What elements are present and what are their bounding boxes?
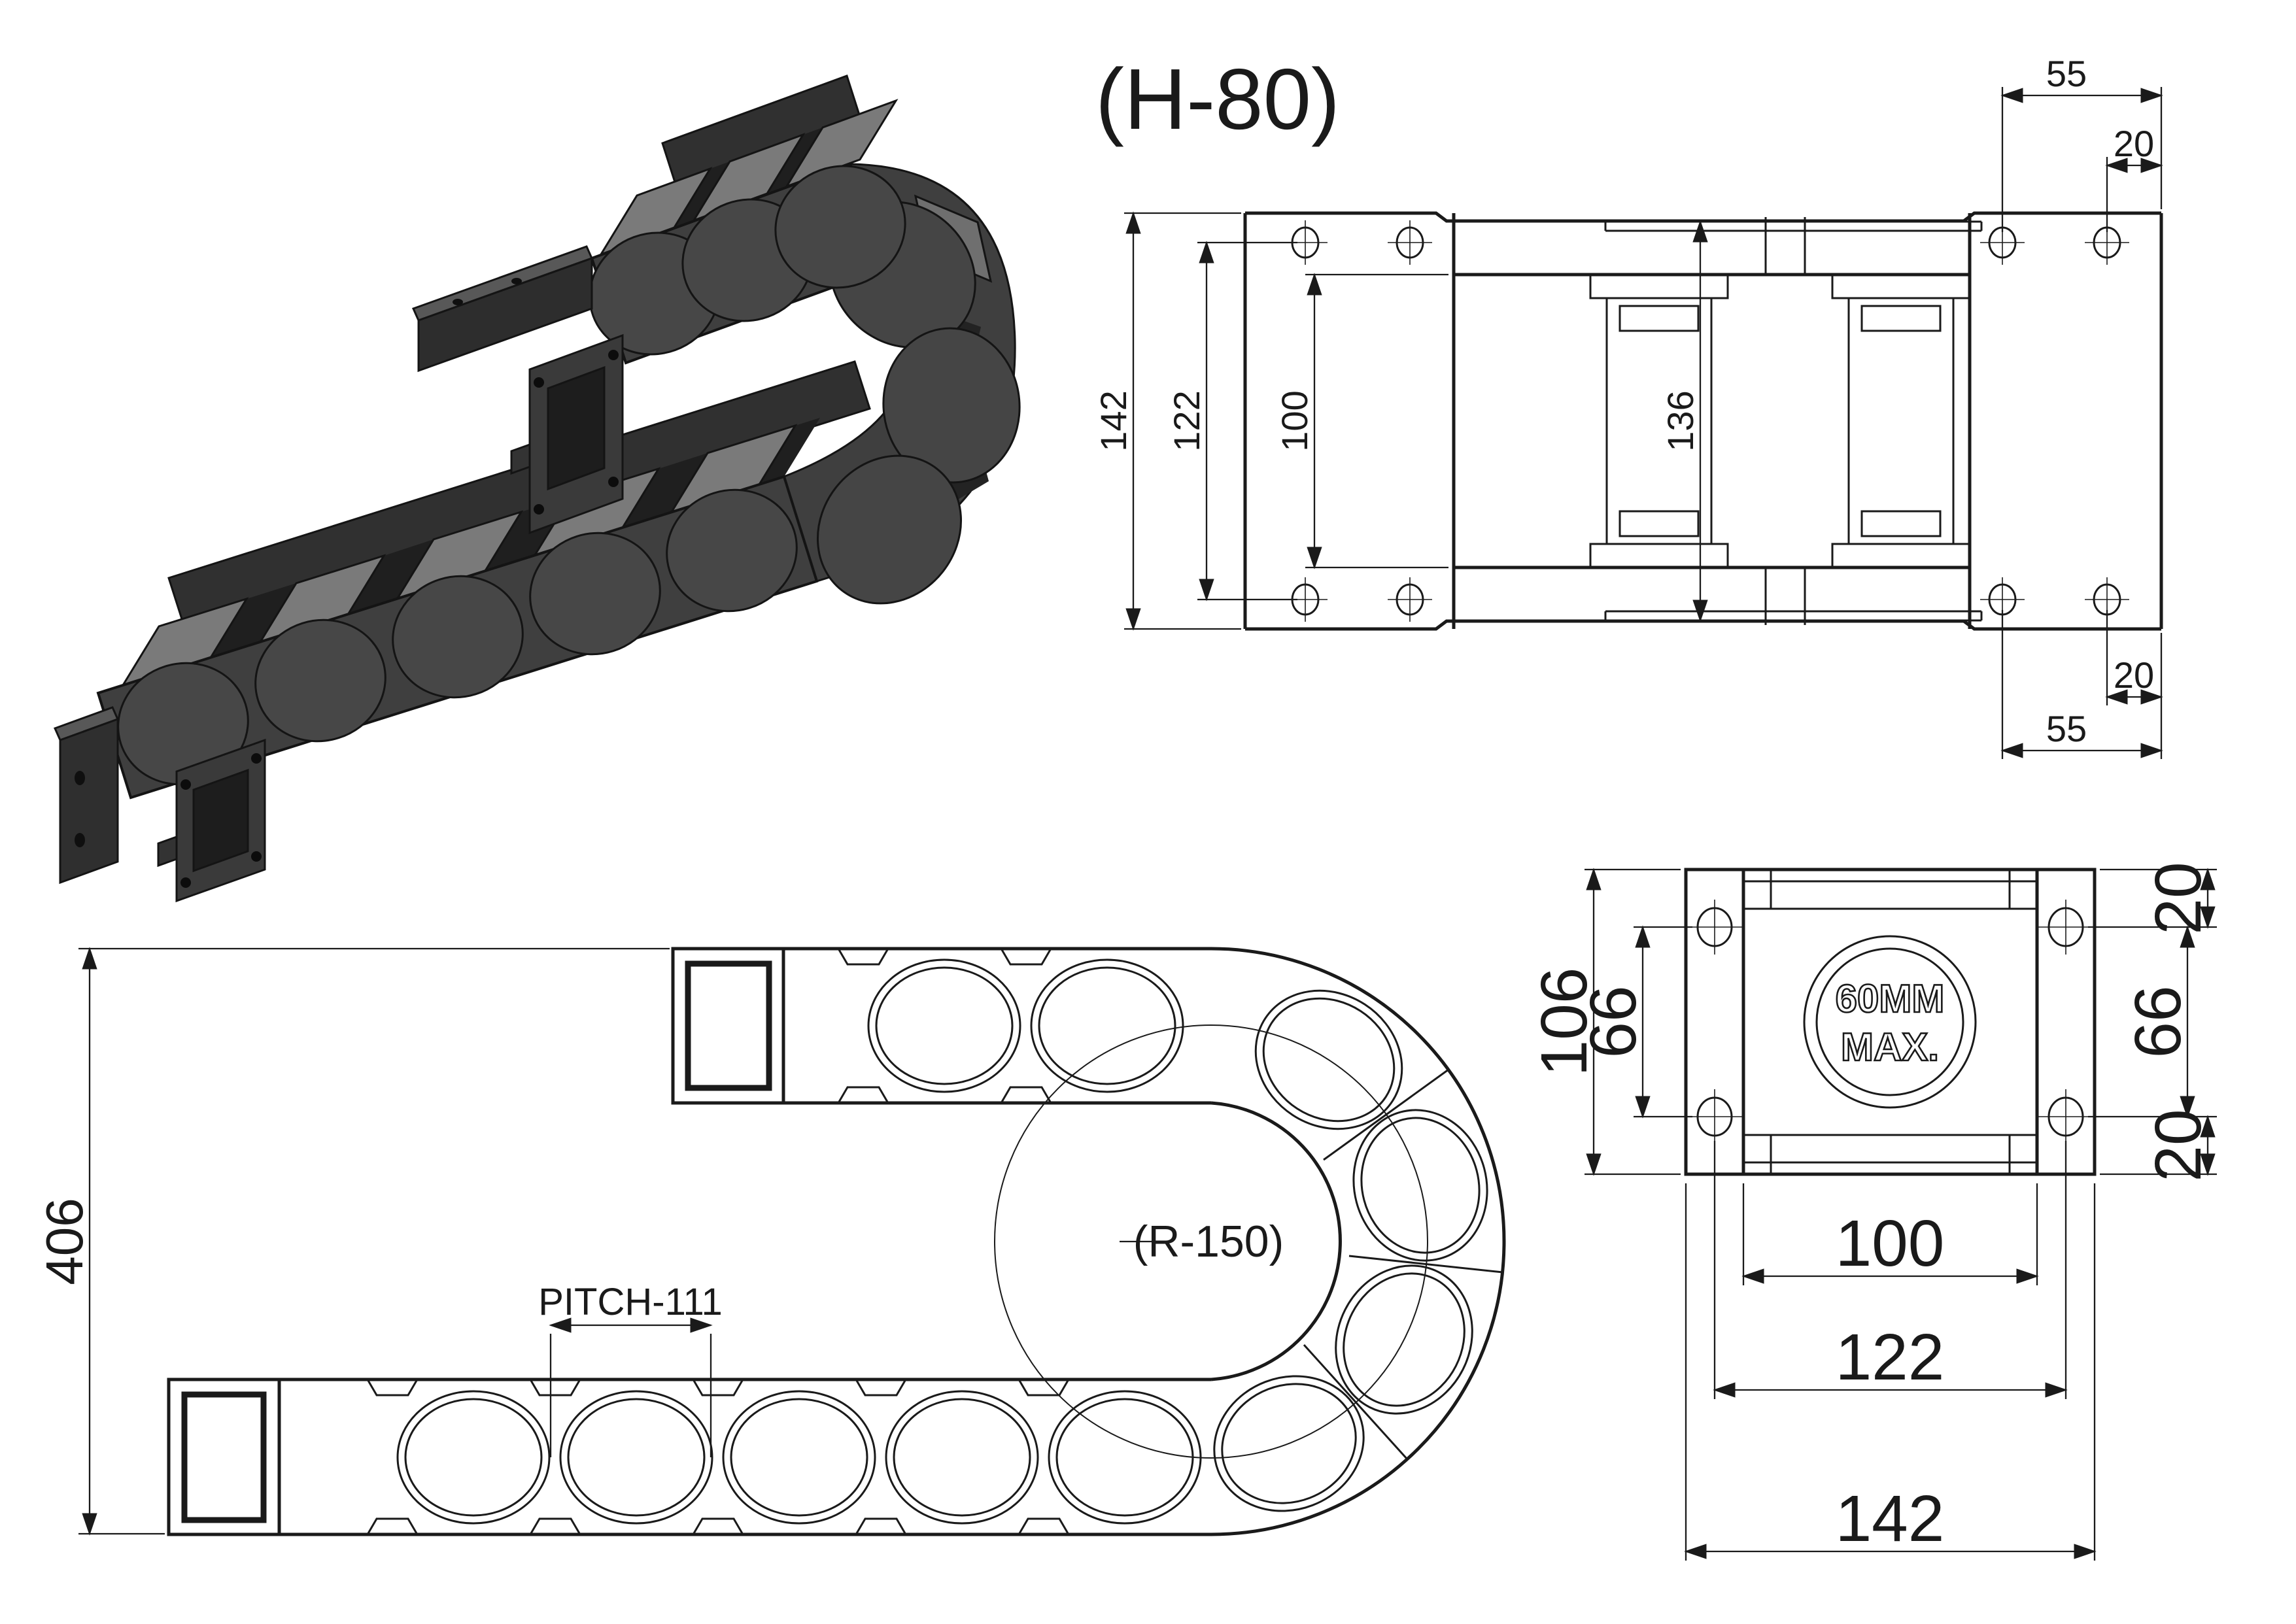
bolt-hole <box>251 851 262 862</box>
bolt-hole <box>453 299 463 305</box>
bolt-hole <box>534 377 544 388</box>
dim-pitch: PITCH-111 <box>538 1281 722 1323</box>
bore-label-line2: MAX. <box>1841 1025 1939 1069</box>
side-view-outline <box>167 947 1506 1536</box>
dim-overall-width: 142 <box>1093 390 1134 451</box>
top-view-crossbar-stays <box>1589 273 1971 569</box>
bottom-arm <box>96 360 871 800</box>
dim-hole-rows: 122 <box>1166 390 1207 451</box>
dim-hole-span: 122 <box>1836 1321 1945 1394</box>
dim-hole-span-left: 66 <box>1577 985 1650 1058</box>
top-view-holes <box>1283 220 2129 622</box>
latch-slot <box>1619 305 1700 332</box>
gap-shadow <box>767 127 823 194</box>
dim-hole-offset-top: 20 <box>2142 862 2215 934</box>
dim-hole-span-bottom: 55 <box>2046 708 2087 749</box>
side-view-joints <box>366 948 1503 1535</box>
bracket-edge-plate <box>417 256 593 373</box>
gap-shadow <box>348 539 434 615</box>
bolt-hole <box>180 877 191 888</box>
end-view: 60MM MAX. 106 66 20 66 20 100 122 <box>1528 862 2217 1561</box>
bend-joint-lines <box>1303 1068 1503 1461</box>
side-link-plates <box>117 488 798 786</box>
bend-link-plates <box>816 201 1021 605</box>
bolt-hole <box>251 753 262 764</box>
dim-hole-offset-bottom: 20 <box>2114 654 2154 696</box>
cable-bore: 60MM MAX. <box>1803 935 1977 1109</box>
bracket-edge-plate <box>59 717 119 885</box>
top-arm-bracket <box>411 245 624 535</box>
bottom-arm-bracket <box>53 706 266 903</box>
bolt-hole <box>608 477 619 487</box>
mounting-hole <box>1283 220 2129 622</box>
end-view-dimensions: 106 66 20 66 20 100 122 142 <box>1528 862 2217 1561</box>
dim-hole-offset-bottom: 20 <box>2142 1109 2215 1181</box>
latch-slot <box>1860 510 1942 537</box>
gap-shadow <box>674 161 730 228</box>
bolt-hole <box>75 833 85 847</box>
gap-shadow <box>623 453 708 528</box>
top-arm <box>589 75 906 365</box>
dim-hole-offset-top: 20 <box>2114 123 2154 164</box>
far-side-band <box>167 360 871 626</box>
bolt-hole <box>608 350 619 360</box>
top-view-dimensions: 142 122 100 136 55 20 20 55 <box>1093 53 2163 759</box>
bottom-bracket-flange <box>181 1391 267 1523</box>
side-view-dimensions: 406 PITCH-111 (R-150) <box>35 947 1284 1536</box>
dim-bend-radius: (R-150) <box>1133 1217 1284 1266</box>
bore-label-line1: 60MM <box>1836 977 1945 1021</box>
bracket-flange-opening <box>192 768 249 873</box>
dim-hole-span-top: 55 <box>2046 53 2087 94</box>
bend-radius-construction-circle <box>994 1024 1428 1459</box>
bolt-hole <box>75 771 85 785</box>
dim-link-overlap: 136 <box>1660 390 1701 451</box>
page-title: (H-80) <box>1095 51 1340 147</box>
bracket-tab <box>157 835 178 868</box>
gap-shadow <box>759 418 820 484</box>
bolt-hole <box>180 779 191 790</box>
latch-slot <box>1619 510 1700 537</box>
top-view-link-overlap-lines <box>1604 217 1983 625</box>
dim-inner-width: 100 <box>1274 390 1315 451</box>
dim-overall-width: 142 <box>1836 1482 1945 1555</box>
bracket-flange-opening <box>547 365 606 491</box>
side-link-plates <box>589 165 906 356</box>
side-view-brackets <box>181 949 785 1534</box>
side-view-links <box>396 958 1488 1525</box>
gap-shadow <box>211 583 296 658</box>
end-view-outline <box>1684 868 2097 1176</box>
latch-slot <box>1860 305 1942 332</box>
side-view: 406 PITCH-111 (R-150) <box>35 947 1506 1536</box>
dim-loop-height: 406 <box>35 1198 94 1285</box>
dim-inner-width: 100 <box>1836 1207 1945 1280</box>
bolt-hole <box>534 504 544 515</box>
top-view: 142 122 100 136 55 20 20 55 <box>1093 53 2163 759</box>
bolt-hole <box>511 278 522 284</box>
dim-overall-height: 106 <box>1528 968 1601 1077</box>
dim-hole-span-right: 66 <box>2121 985 2195 1058</box>
end-view-holes <box>1687 900 2093 1144</box>
isometric-3d-view <box>53 75 1021 903</box>
top-bracket-flange <box>685 960 772 1091</box>
